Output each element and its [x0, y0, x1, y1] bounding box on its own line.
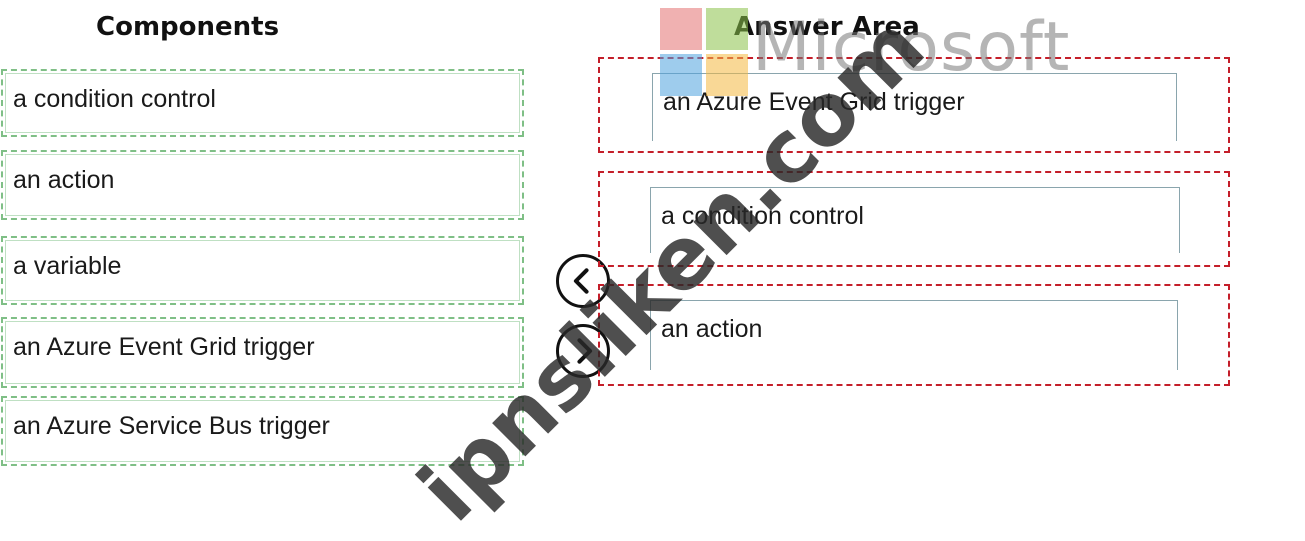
answer-item-action[interactable]: an action: [650, 300, 1178, 370]
component-item-service-bus-trigger[interactable]: an Azure Service Bus trigger: [1, 396, 524, 466]
answer-item-label: an Azure Event Grid trigger: [663, 88, 965, 116]
logo-square-red: [660, 8, 702, 50]
component-item-variable[interactable]: a variable: [1, 236, 524, 305]
component-label: an Azure Event Grid trigger: [13, 333, 315, 361]
component-label: a variable: [13, 252, 122, 280]
component-label: an action: [13, 166, 115, 194]
answer-item-label: an action: [661, 315, 763, 343]
answer-item-label: a condition control: [661, 202, 864, 230]
chevron-left-icon: [573, 268, 589, 294]
component-item-condition-control[interactable]: a condition control: [1, 69, 524, 137]
component-item-event-grid-trigger[interactable]: an Azure Event Grid trigger: [1, 317, 524, 388]
chevron-right-icon: [577, 338, 593, 364]
answer-slot-2[interactable]: a condition control: [598, 171, 1230, 267]
components-heading: Components: [96, 12, 280, 42]
move-left-button[interactable]: [556, 254, 610, 308]
component-item-action[interactable]: an action: [1, 150, 524, 220]
answer-slot-1[interactable]: an Azure Event Grid trigger: [598, 57, 1230, 153]
answer-area-heading: Answer Area: [734, 12, 920, 42]
move-right-button[interactable]: [556, 324, 610, 378]
answer-item-condition-control[interactable]: a condition control: [650, 187, 1180, 253]
answer-item-event-grid-trigger[interactable]: an Azure Event Grid trigger: [652, 73, 1177, 141]
answer-slot-3[interactable]: an action: [598, 284, 1230, 386]
component-label: a condition control: [13, 85, 216, 113]
component-label: an Azure Service Bus trigger: [13, 412, 330, 440]
